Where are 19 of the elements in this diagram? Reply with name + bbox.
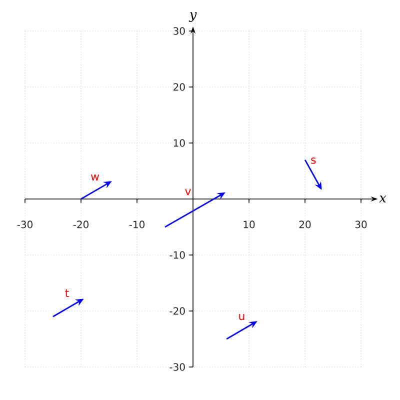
tick-label: -30	[170, 363, 185, 371]
vector-label: v	[185, 189, 191, 196]
tick-label: -30	[17, 220, 32, 228]
axis-label: x	[379, 196, 386, 202]
tick-label: -20	[73, 220, 88, 228]
tick-label: -10	[129, 220, 145, 228]
tick-label: 30	[355, 220, 367, 228]
tick-label: 10	[244, 220, 255, 228]
tick-label: 10	[174, 139, 185, 147]
tick-label: 30	[174, 27, 185, 35]
vector-label: w	[90, 174, 100, 181]
tick-label: 20	[299, 220, 311, 228]
vector-label: u	[239, 314, 244, 320]
vector-label: t	[65, 289, 69, 297]
tick-label: -10	[170, 251, 185, 259]
vector-label: s	[311, 158, 316, 164]
axis-label: y	[188, 12, 197, 22]
tick-label: -20	[170, 307, 185, 315]
tick-label: 20	[174, 83, 185, 91]
